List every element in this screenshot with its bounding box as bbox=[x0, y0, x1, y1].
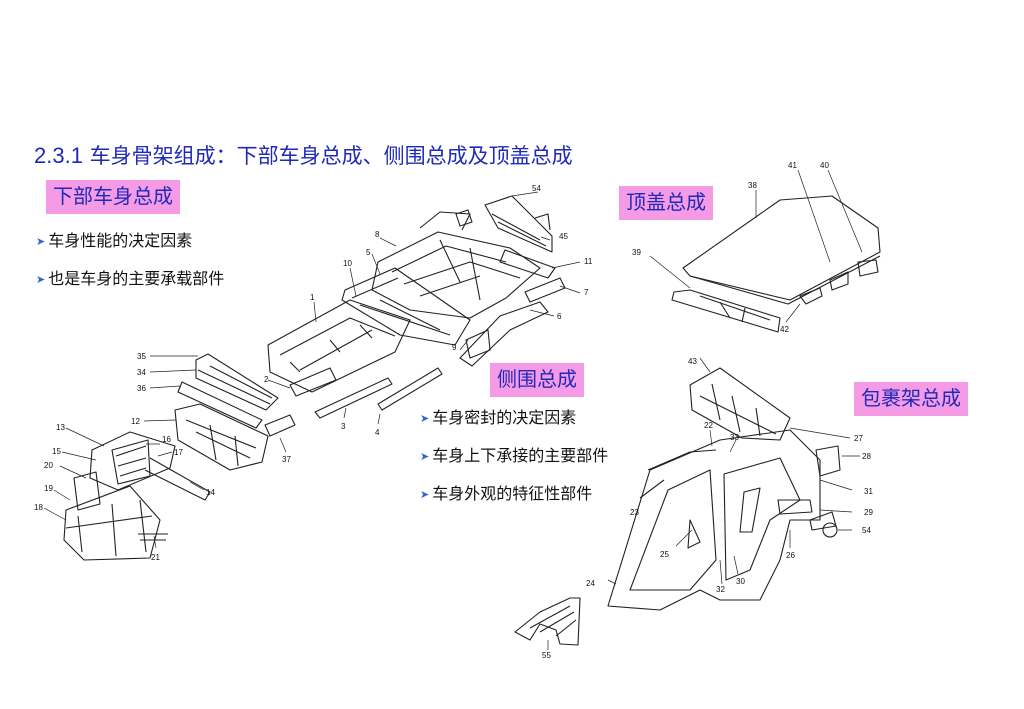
callout: 37 bbox=[282, 455, 291, 464]
front-fender bbox=[514, 597, 581, 646]
side-frame-bullets: ➤ 车身密封的决定因素 ➤ 车身上下承接的主要部件 ➤ 车身外观的特征性部件 bbox=[420, 407, 652, 521]
slide-title: 2.3.1 车身骨架组成：下部车身总成、侧围总成及顶盖总成 bbox=[34, 140, 573, 170]
lower-body-bullets: ➤ 车身性能的决定因素 ➤ 也是车身的主要承载部件 bbox=[36, 230, 296, 306]
bullet-item: ➤ 也是车身的主要承载部件 bbox=[36, 268, 296, 291]
callout: 16 bbox=[162, 435, 171, 444]
label-lower-body: 下部车身总成 bbox=[46, 180, 180, 214]
callout: 27 bbox=[854, 434, 863, 443]
callout: 41 bbox=[788, 161, 797, 170]
bullet-arrow-icon: ➤ bbox=[420, 412, 430, 425]
callout: 45 bbox=[559, 232, 568, 241]
callout: 35 bbox=[137, 352, 146, 361]
callout: 28 bbox=[862, 452, 871, 461]
roof-panel bbox=[671, 195, 881, 333]
callout: 5 bbox=[366, 248, 371, 257]
callout: 36 bbox=[137, 384, 146, 393]
callout: 22 bbox=[704, 421, 713, 430]
callout: 42 bbox=[780, 325, 789, 334]
bullet-item: ➤ 车身性能的决定因素 bbox=[36, 230, 296, 253]
body-side-frame bbox=[607, 429, 841, 611]
leader-lines bbox=[43, 169, 863, 650]
callout: 12 bbox=[131, 417, 140, 426]
bullet-item: ➤ 车身外观的特征性部件 bbox=[420, 483, 652, 506]
callout: 18 bbox=[34, 503, 43, 512]
front-end-structure bbox=[63, 431, 211, 561]
callout: 6 bbox=[557, 312, 562, 321]
title-number: 2.3.1 bbox=[34, 143, 83, 168]
callout: 17 bbox=[174, 448, 183, 457]
bullet-arrow-icon: ➤ bbox=[36, 273, 46, 286]
bullet-arrow-icon: ➤ bbox=[420, 450, 430, 463]
callout: 29 bbox=[864, 508, 873, 517]
callout: 7 bbox=[584, 288, 589, 297]
callout: 11 bbox=[584, 257, 593, 266]
callout: 43 bbox=[688, 357, 697, 366]
callout: 31 bbox=[864, 487, 873, 496]
callout: 19 bbox=[44, 484, 53, 493]
callout: 39 bbox=[632, 248, 641, 257]
callout: 2 bbox=[264, 375, 269, 384]
callout: 20 bbox=[44, 461, 53, 470]
callout: 3 bbox=[341, 422, 346, 431]
label-wrap-frame: 包裹架总成 bbox=[854, 382, 968, 416]
floor-pan bbox=[267, 211, 541, 393]
bullet-item: ➤ 车身密封的决定因素 bbox=[420, 407, 652, 430]
callout: 54 bbox=[532, 184, 541, 193]
rear-crossmember bbox=[455, 195, 566, 303]
callout: 32 bbox=[716, 585, 725, 594]
callout: 26 bbox=[786, 551, 795, 560]
callout: 33 bbox=[730, 433, 739, 442]
bullet-arrow-icon: ➤ bbox=[420, 488, 430, 501]
callout: 23 bbox=[630, 508, 639, 517]
bullet-arrow-icon: ➤ bbox=[36, 235, 46, 248]
callout: 54 bbox=[862, 526, 871, 535]
label-side-frame: 侧围总成 bbox=[490, 363, 584, 397]
callout: 55 bbox=[542, 651, 551, 660]
package-shelf bbox=[689, 367, 791, 441]
label-roof: 顶盖总成 bbox=[619, 186, 713, 220]
callout: 13 bbox=[56, 423, 65, 432]
callout: 9 bbox=[452, 343, 457, 352]
dash-panel bbox=[174, 353, 296, 471]
callout: 34 bbox=[137, 368, 146, 377]
callout: 40 bbox=[820, 161, 829, 170]
callout: 30 bbox=[736, 577, 745, 586]
callout: 14 bbox=[206, 488, 215, 497]
callout: 10 bbox=[343, 259, 352, 268]
callout: 1 bbox=[310, 293, 315, 302]
part-number-callouts: 54 45 8 5 10 11 7 6 1 9 2 3 4 35 34 36 1… bbox=[34, 161, 873, 660]
callout: 24 bbox=[586, 579, 595, 588]
title-text: 车身骨架组成：下部车身总成、侧围总成及顶盖总成 bbox=[89, 144, 573, 168]
callout: 25 bbox=[660, 550, 669, 559]
callout: 21 bbox=[151, 553, 160, 562]
callout: 4 bbox=[375, 428, 380, 437]
floor-side-rails bbox=[289, 301, 549, 419]
callout: 8 bbox=[375, 230, 380, 239]
bullet-item: ➤ 车身上下承接的主要部件 bbox=[420, 445, 652, 468]
callout: 15 bbox=[52, 447, 61, 456]
callout: 38 bbox=[748, 181, 757, 190]
